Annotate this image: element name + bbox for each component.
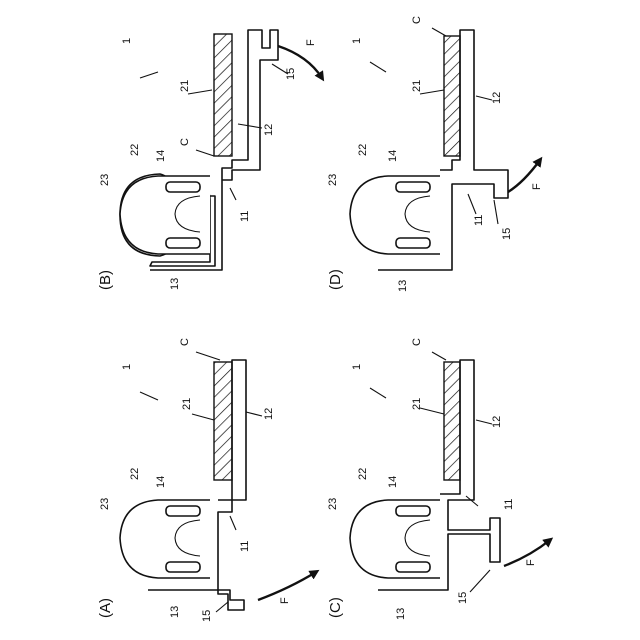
label-1-a: 1 [121,364,133,370]
label-12-a: 12 [263,408,275,420]
caption-b: (B) [97,270,114,290]
label-c-b: C [179,138,191,146]
caption-c: (C) [327,597,344,618]
label-22-b: 22 [129,144,141,156]
panel-21-a [214,362,232,480]
label-c-d: C [411,16,423,24]
fin-d-1 [396,182,430,192]
panel-21-c [444,362,460,480]
fin-b-2 [166,238,200,248]
label-15-b: 15 [285,68,297,80]
fin-c-1 [396,506,430,516]
label-11-b: 11 [239,211,251,222]
label-f-a: F [279,597,291,604]
panel-d: 1 21 12 C F 15 11 14 22 23 13 (D) [327,16,543,292]
label-13-d: 13 [397,280,409,292]
fin-b-1 [166,182,200,192]
label-23-d: 23 [327,174,339,186]
label-14-c: 14 [387,476,399,488]
label-22-d: 22 [357,144,369,156]
fin-c-2 [396,562,430,572]
label-21-d: 21 [411,80,423,92]
label-15-a: 15 [201,610,213,622]
panel-c: 1 21 12 C F 15 11 14 22 23 13 (C) [327,338,550,620]
label-22-a: 22 [129,468,141,480]
caption-a: (A) [97,598,114,618]
label-14-d: 14 [387,150,399,162]
label-15-c: 15 [457,592,469,604]
label-f-d: F [531,183,543,190]
fin-a-1 [166,506,200,516]
label-21-b: 21 [179,80,191,92]
label-13-b: 13 [169,278,181,290]
label-21-c: 21 [411,398,423,410]
force-arrow-a [258,572,316,600]
label-c-a: C [179,338,191,346]
label-14-a: 14 [155,476,167,488]
label-21-a: 21 [181,398,193,410]
fin-d-2 [396,238,430,248]
label-1-d: 1 [351,38,363,44]
label-f-b: F [305,39,317,46]
label-22-c: 22 [357,468,369,480]
label-c-c: C [411,338,423,346]
panel-21-d [444,36,460,156]
label-11-d: 11 [473,215,485,226]
label-13-c: 13 [395,608,407,620]
label-f-c: F [525,559,537,566]
panel-21-b [214,34,232,156]
panel-a: 1 21 12 C F 15 11 14 22 23 13 (A) [97,338,316,622]
fin-a-2 [166,562,200,572]
label-13-a: 13 [169,606,181,618]
panel-b: 1 21 12 15 F C 14 22 23 11 13 (B) [97,30,322,290]
label-11-c: 11 [503,499,515,510]
label-12-c: 12 [491,416,503,428]
label-23-c: 23 [327,498,339,510]
label-12-b: 12 [263,124,275,136]
label-23-b: 23 [99,174,111,186]
label-12-d: 12 [491,92,503,104]
label-1-b: 1 [121,38,133,44]
label-1-c: 1 [351,364,363,370]
label-11-a: 11 [239,541,251,552]
label-15-d: 15 [501,228,513,240]
caption-d: (D) [327,269,344,290]
label-23-a: 23 [99,498,111,510]
label-14-b: 14 [155,150,167,162]
